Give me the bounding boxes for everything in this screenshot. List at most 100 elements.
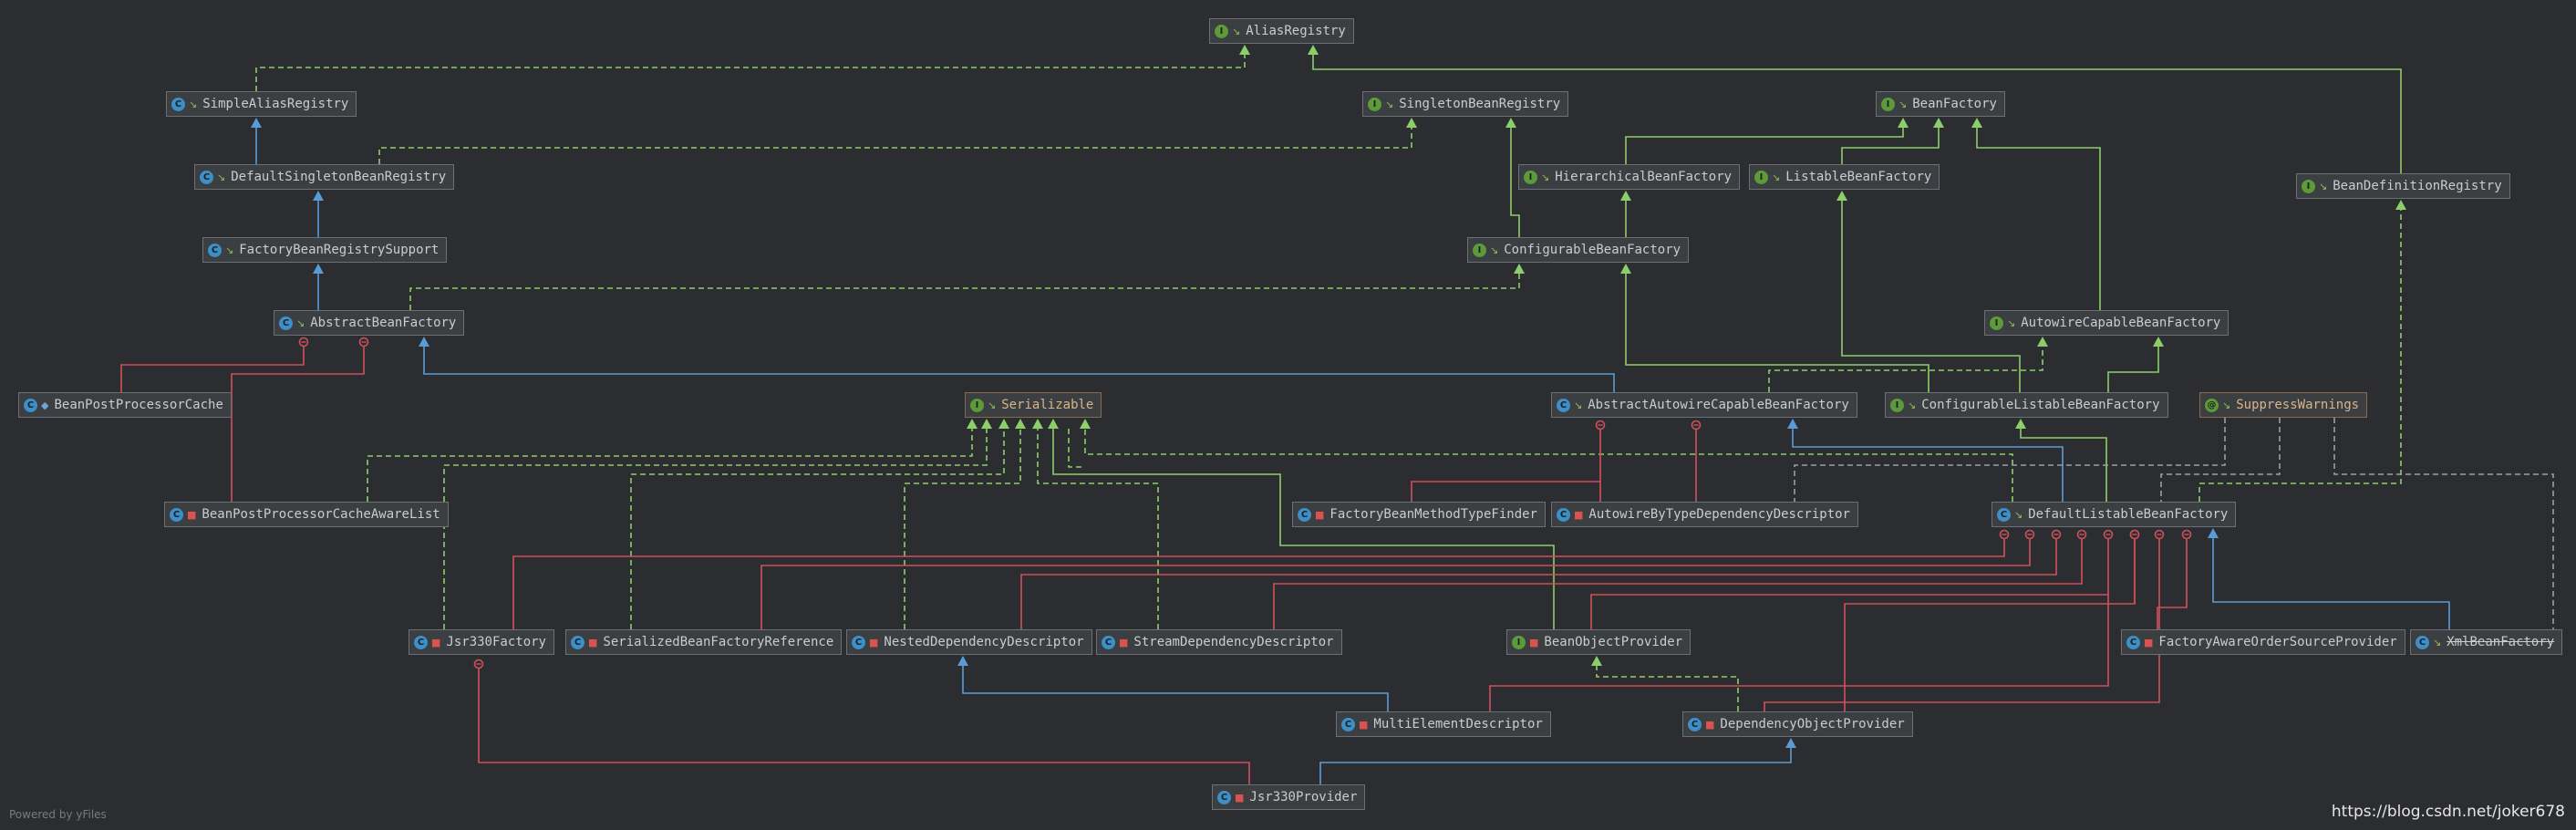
edge-bppc-abf <box>120 342 305 392</box>
node-label: Serializable <box>1001 398 1094 412</box>
edge-med-ndd <box>962 666 1389 711</box>
node-stream-dependency-descriptor[interactable]: C■ StreamDependencyDescriptor <box>1096 629 1342 655</box>
node-bean-object-provider[interactable]: I■ BeanObjectProvider <box>1506 629 1691 655</box>
node-label: AutowireByTypeDependencyDescriptor <box>1588 507 1850 522</box>
node-bean-post-processor-cache[interactable]: C◆ BeanPostProcessorCache <box>18 392 232 418</box>
static-class-icon: C <box>24 398 37 412</box>
node-label: SingletonBeanRegistry <box>1399 97 1561 111</box>
node-label: DefaultSingletonBeanRegistry <box>231 170 447 184</box>
class-icon: C <box>2126 635 2140 649</box>
edge-jsr330f-serializable <box>443 429 988 629</box>
node-abstract-bean-factory[interactable]: C↘ AbstractBeanFactory <box>274 310 465 336</box>
public-visibility-icon: ↘ <box>1385 98 1394 110</box>
node-serializable[interactable]: I↘ Serializable <box>965 392 1102 418</box>
node-label: StreamDependencyDescriptor <box>1133 635 1334 649</box>
node-dependency-object-provider[interactable]: C■ DependencyObjectProvider <box>1682 711 1913 737</box>
arrowhead <box>1620 191 1631 201</box>
node-configurable-bean-factory[interactable]: I↘ ConfigurableBeanFactory <box>1467 237 1690 263</box>
node-nested-dependency-descriptor[interactable]: C■ NestedDependencyDescriptor <box>846 629 1092 655</box>
edge-bppcal-abf <box>231 342 365 502</box>
static-class-icon: C <box>1102 635 1115 649</box>
edge-aacbf-acbf <box>1768 347 2043 392</box>
edge-suppress-2 <box>2160 418 2281 502</box>
node-serialized-bean-factory-reference[interactable]: C■ SerializedBeanFactoryReference <box>565 629 843 655</box>
arrowhead <box>1505 118 1516 128</box>
class-icon: C <box>200 170 213 184</box>
node-jsr330-provider[interactable]: C■ Jsr330Provider <box>1212 784 1366 810</box>
private-visibility-icon: ■ <box>2144 636 2154 648</box>
arrowhead <box>1898 118 1909 128</box>
node-default-singleton-bean-registry[interactable]: C↘ DefaultSingletonBeanRegistry <box>194 164 455 190</box>
static-class-icon: C <box>852 635 865 649</box>
node-label: AbstractAutowireCapableBeanFactory <box>1588 398 1849 412</box>
node-listable-bean-factory[interactable]: I↘ ListableBeanFactory <box>1749 164 1940 190</box>
static-class-icon: C <box>1341 717 1355 731</box>
edge-inner-dlbf-6 <box>2157 534 2188 629</box>
node-xml-bean-factory[interactable]: C ↘ XmlBeanFactory <box>2410 629 2563 655</box>
node-label: MultiElementDescriptor <box>1373 717 1543 731</box>
public-visibility-icon: ↘ <box>2433 636 2442 648</box>
arrowhead <box>967 419 978 429</box>
arrowhead <box>2037 337 2048 347</box>
node-hierarchical-bean-factory[interactable]: I ↘ HierarchicalBeanFactory <box>1518 164 1741 190</box>
public-visibility-icon: ↘ <box>1541 171 1550 183</box>
interface-icon: I <box>1524 170 1537 184</box>
private-visibility-icon: ■ <box>1529 636 1539 648</box>
arrowhead <box>1620 264 1631 274</box>
node-label: DefaultListableBeanFactory <box>2028 507 2229 522</box>
interface-icon: I <box>1881 97 1895 111</box>
node-multi-element-descriptor[interactable]: C■ MultiElementDescriptor <box>1336 711 1551 737</box>
edge-abf-cbf <box>409 274 1520 310</box>
arrowhead <box>2153 337 2164 347</box>
arrowhead <box>2208 528 2219 538</box>
arrowhead <box>251 118 262 128</box>
node-bean-post-processor-cache-aware-list[interactable]: C■ BeanPostProcessorCacheAwareList <box>164 502 449 527</box>
class-icon: C <box>1557 507 1570 522</box>
private-visibility-icon: ■ <box>1235 791 1245 804</box>
edge-jsr330p-dop <box>1319 748 1792 784</box>
node-factory-aware-order-source-provider[interactable]: C ■ FactoryAwareOrderSourceProvider <box>2121 629 2405 655</box>
node-label: XmlBeanFactory <box>2447 635 2555 649</box>
node-simple-alias-registry[interactable]: C↘ SimpleAliasRegistry <box>166 91 357 117</box>
node-factory-bean-method-type-finder[interactable]: C■ FactoryBeanMethodTypeFinder <box>1292 502 1546 527</box>
private-visibility-icon: ■ <box>1574 508 1584 521</box>
edge-simplealias-alias <box>255 55 1246 91</box>
node-label: FactoryAwareOrderSourceProvider <box>2158 635 2397 649</box>
node-suppress-warnings[interactable]: @↘ SuppressWarnings <box>2199 392 2368 418</box>
node-default-listable-bean-factory[interactable]: C↘ DefaultListableBeanFactory <box>1991 502 2237 527</box>
static-class-icon: C <box>1298 507 1311 522</box>
package-visibility-icon: ◆ <box>41 399 49 411</box>
arrowhead <box>1239 45 1250 55</box>
node-abstract-autowire-capable-bean-factory[interactable]: C↘ AbstractAutowireCapableBeanFactory <box>1551 392 1857 418</box>
edge-lbf-bf <box>1841 128 1940 164</box>
edge-inner-dlbf-3 <box>1273 534 2083 629</box>
public-visibility-icon: ↘ <box>1898 98 1908 110</box>
edge-dop-bop <box>1596 666 1739 711</box>
node-label: FactoryBeanMethodTypeFinder <box>1329 507 1537 522</box>
node-factory-bean-registry-support[interactable]: C↘ FactoryBeanRegistrySupport <box>202 237 448 263</box>
interface-icon: I <box>1368 97 1381 111</box>
class-icon: C <box>2416 635 2429 649</box>
interface-icon: I <box>1754 170 1768 184</box>
node-alias-registry[interactable]: I↘ AliasRegistry <box>1209 18 1354 44</box>
node-bean-definition-registry[interactable]: I↘ BeanDefinitionRegistry <box>2296 173 2510 199</box>
edge-clbf-acbf <box>2107 347 2159 392</box>
node-jsr330-factory[interactable]: C■ Jsr330Factory <box>409 629 554 655</box>
public-visibility-icon: ↘ <box>296 316 305 329</box>
node-label: ListableBeanFactory <box>1785 170 1932 184</box>
edge-xml-dlbf <box>2212 538 2450 629</box>
node-label: ConfigurableListableBeanFactory <box>1921 398 2160 412</box>
node-bean-factory[interactable]: I↘ BeanFactory <box>1876 91 2005 117</box>
node-configurable-listable-bean-factory[interactable]: I↘ ConfigurableListableBeanFactory <box>1885 392 2168 418</box>
node-autowire-capable-bean-factory[interactable]: I↘ AutowireCapableBeanFactory <box>1984 310 2229 336</box>
arrowhead <box>1048 419 1059 429</box>
private-visibility-icon: ■ <box>1705 718 1715 731</box>
static-class-icon: C <box>571 635 585 649</box>
public-visibility-icon: ↘ <box>1490 244 1499 256</box>
edge-jsr330p-jsr330f <box>478 664 1250 784</box>
public-visibility-icon: ↘ <box>189 98 198 110</box>
node-label: HierarchicalBeanFactory <box>1555 170 1733 184</box>
node-autowire-by-type-dependency-descriptor[interactable]: C ■ AutowireByTypeDependencyDescriptor <box>1551 502 1858 527</box>
node-singleton-bean-registry[interactable]: I ↘ SingletonBeanRegistry <box>1362 91 1569 117</box>
